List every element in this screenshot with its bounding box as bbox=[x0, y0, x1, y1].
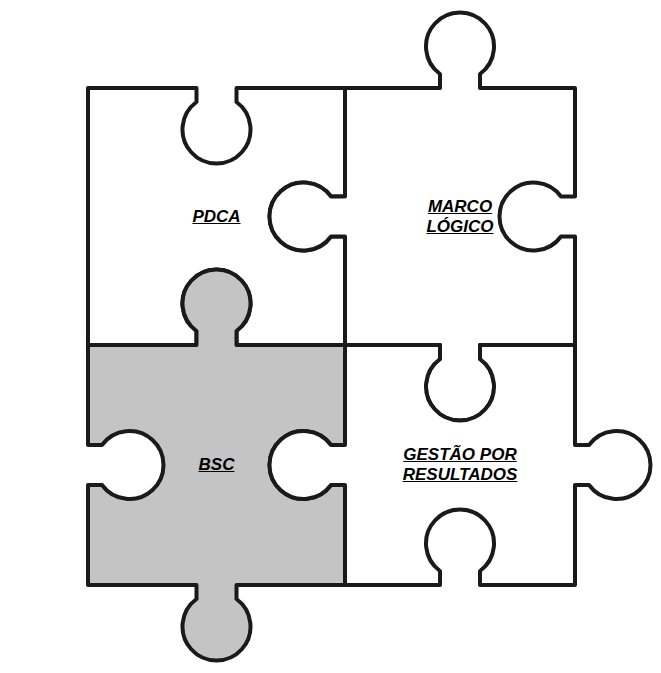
puzzle-piece: GESTÃO POR RESULTADOS bbox=[265, 265, 655, 665]
piece-shape bbox=[270, 345, 651, 585]
piece-label: GESTÃO POR RESULTADOS bbox=[393, 445, 528, 484]
piece-label: BSC bbox=[162, 455, 272, 475]
piece-label: PDCA bbox=[162, 207, 272, 227]
piece-label: MARCO LÓGICO bbox=[415, 197, 505, 236]
